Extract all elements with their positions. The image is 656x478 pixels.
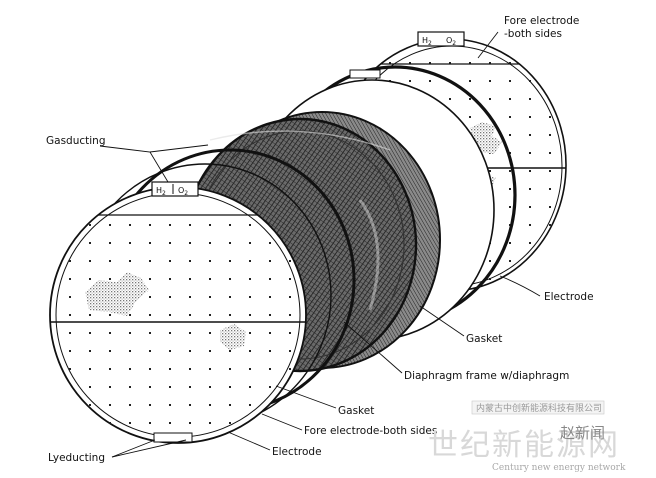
watermark-top-text: 内蒙古中创新能源科技有限公司 xyxy=(476,402,602,414)
diaphragm-frame-label: Diaphragm frame w/diaphragm xyxy=(404,370,569,382)
fore-electrode-top-line1: Fore electrode xyxy=(504,15,579,27)
watermark: 内蒙古中创新能源科技有限公司 世纪新能源网 Century new energy… xyxy=(428,400,626,473)
lyeducting-label: Lyeducting xyxy=(48,452,105,464)
gasducting-label: Gasducting xyxy=(46,135,106,147)
gasket-bottom-label: Gasket xyxy=(338,405,374,417)
electrode-bottom-label: Electrode xyxy=(272,446,322,458)
watermark-name-text: 赵新闻 xyxy=(560,424,605,442)
back-h2-label: H2 xyxy=(422,36,432,47)
front-o2-label: O2 xyxy=(178,186,188,197)
back-o2-label: O2 xyxy=(446,36,456,47)
gasket-right-label: Gasket xyxy=(466,333,502,345)
fore-electrode-bottom-label: Fore electrode-both sides xyxy=(304,425,437,437)
front-electrode-plate: H2 O2 xyxy=(49,181,307,444)
callout-labels: Fore electrode -both sides Gasducting El… xyxy=(46,15,594,464)
electrode-right-label: Electrode xyxy=(544,291,594,303)
watermark-sub-text: Century new energy network xyxy=(492,463,626,473)
front-h2-label: H2 xyxy=(156,186,166,197)
fore-electrode-top-line2: -both sides xyxy=(504,28,562,40)
watermark-big-text: 世纪新能源网 xyxy=(428,428,620,463)
leader-lines xyxy=(99,31,541,458)
